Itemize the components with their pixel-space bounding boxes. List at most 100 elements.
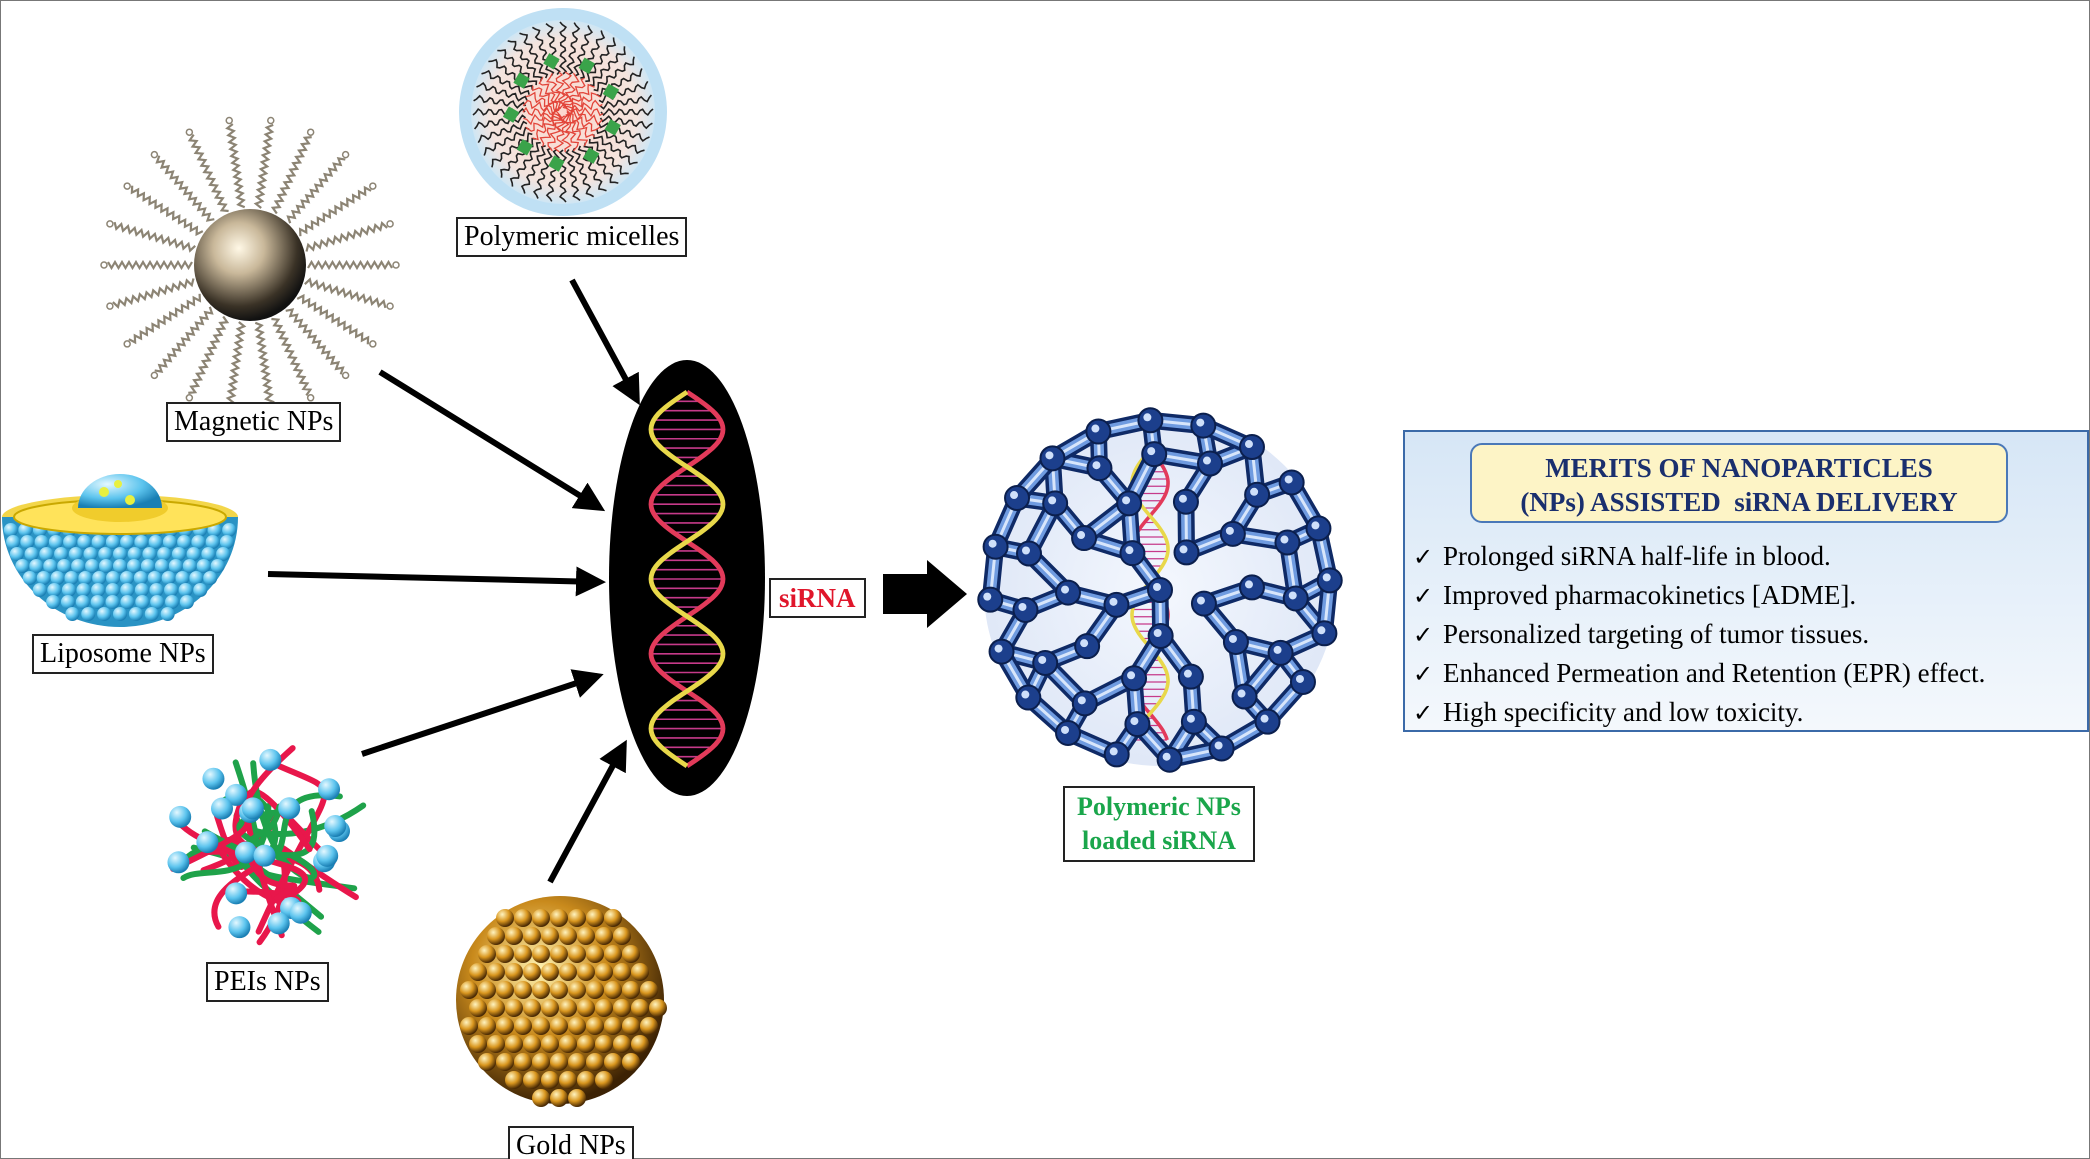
gold-bead bbox=[505, 1035, 523, 1053]
magnetic-ligand bbox=[225, 321, 247, 407]
ligand-head bbox=[369, 182, 377, 190]
pei-bead bbox=[289, 901, 312, 924]
magnetic-ligand bbox=[188, 315, 230, 394]
gold-bead bbox=[559, 927, 577, 945]
lipid-head bbox=[127, 547, 142, 561]
gold-bead bbox=[577, 963, 595, 981]
gold-bead bbox=[532, 1089, 550, 1107]
gold-bead bbox=[523, 927, 541, 945]
micelle-tail bbox=[473, 94, 527, 109]
gold-bead bbox=[469, 963, 487, 981]
arrow-from-micelles bbox=[569, 278, 640, 406]
cage-atom bbox=[1238, 434, 1265, 461]
pei-bead bbox=[253, 844, 276, 867]
gold-nps-label: Gold NPs bbox=[508, 1126, 634, 1159]
cage-atom-highlight bbox=[1109, 747, 1118, 756]
cage-atom-highlight bbox=[1295, 674, 1304, 683]
gold-bead bbox=[478, 981, 496, 999]
cage-atom-highlight bbox=[983, 592, 992, 601]
cage-atom bbox=[1119, 540, 1146, 567]
micelle-core-strand bbox=[565, 112, 595, 138]
big-right-arrow bbox=[883, 560, 967, 628]
cage-atom-highlight bbox=[1080, 639, 1089, 648]
cage-atom-highlight bbox=[1280, 535, 1289, 544]
cage-atom-highlight bbox=[1179, 545, 1188, 554]
cage-atom-highlight bbox=[1048, 496, 1057, 505]
magnetic-ligand bbox=[285, 308, 345, 375]
micelle-core-strand bbox=[547, 113, 564, 152]
gold-bead bbox=[523, 1071, 541, 1089]
check-icon: ✓ bbox=[1413, 701, 1434, 727]
magnetic-ligand bbox=[107, 259, 193, 271]
cage-atom bbox=[1305, 515, 1332, 542]
lipid-head bbox=[105, 535, 120, 549]
cage-atom-highlight bbox=[1018, 602, 1027, 611]
lipid-head bbox=[148, 535, 163, 549]
gold-bead bbox=[577, 927, 595, 945]
check-icon: ✓ bbox=[1413, 662, 1434, 688]
gold-np-graphic bbox=[456, 896, 667, 1107]
cage-atom-highlight bbox=[1127, 671, 1136, 680]
lipid-head bbox=[147, 571, 162, 585]
peis-nps-label: PEIs NPs bbox=[206, 962, 329, 1002]
gold-bead bbox=[568, 945, 586, 963]
arrow-from-gold bbox=[547, 739, 627, 884]
cage-atom bbox=[1071, 690, 1098, 717]
lipid-head bbox=[150, 595, 165, 609]
micelle-core-strand bbox=[562, 113, 580, 152]
lipid-head bbox=[186, 547, 201, 561]
magnetic-ligand bbox=[225, 123, 246, 209]
ligand-head bbox=[267, 116, 275, 125]
lipid-head bbox=[162, 535, 177, 549]
gold-bead bbox=[514, 1053, 532, 1071]
gold-bead bbox=[577, 1071, 595, 1089]
gold-bead bbox=[613, 999, 631, 1017]
pei-bead bbox=[278, 797, 301, 820]
cage-atom-highlight bbox=[1273, 645, 1282, 654]
gold-bead bbox=[586, 945, 604, 963]
ligand-head bbox=[100, 261, 108, 269]
lipid-head bbox=[64, 571, 79, 585]
gold-bead bbox=[487, 963, 505, 981]
lipid-head bbox=[50, 571, 65, 585]
lipid-head bbox=[77, 535, 92, 549]
micelle-core-strand bbox=[558, 71, 572, 109]
gold-bead bbox=[496, 981, 514, 999]
cage-atom-highlight bbox=[1237, 689, 1246, 698]
lipid-head bbox=[91, 535, 106, 549]
lipid-head bbox=[91, 583, 106, 597]
lipid-head bbox=[75, 595, 90, 609]
cage-atom bbox=[1180, 708, 1207, 735]
input-arrows bbox=[267, 278, 640, 884]
gold-bead bbox=[469, 999, 487, 1017]
magnetic-ligand bbox=[304, 277, 387, 309]
micelle-drug-dot bbox=[578, 57, 595, 74]
lipid-head bbox=[105, 595, 120, 609]
micelle-tail bbox=[531, 26, 555, 77]
gold-bead bbox=[622, 945, 640, 963]
cage-atom-highlight bbox=[1196, 418, 1205, 427]
lipid-head bbox=[46, 595, 61, 609]
cage-atom-highlight bbox=[1288, 591, 1297, 600]
lipid-head bbox=[113, 559, 127, 573]
micelle-tail bbox=[519, 32, 549, 79]
cage-atom-highlight bbox=[1010, 491, 1019, 500]
gold-bead bbox=[595, 999, 613, 1017]
arrow-from-pei bbox=[361, 669, 604, 757]
cage-atom-highlight bbox=[1250, 487, 1259, 496]
gold-bead bbox=[622, 981, 640, 999]
sirna-helix-ellipse bbox=[609, 360, 765, 796]
lipid-head bbox=[97, 607, 112, 621]
cage-atom bbox=[1032, 649, 1059, 676]
micelle-tail bbox=[583, 142, 619, 184]
gold-bead bbox=[460, 981, 478, 999]
micelle-tail bbox=[473, 114, 527, 130]
gold-bead bbox=[631, 1035, 649, 1053]
lipid-head bbox=[3, 523, 18, 537]
micelle-core-strand bbox=[522, 106, 560, 118]
gold-bead bbox=[604, 909, 622, 927]
cage-atom bbox=[1311, 620, 1338, 647]
micelle-tail bbox=[491, 132, 533, 168]
micelle-drug-dot bbox=[582, 147, 600, 164]
micelle-core-strand bbox=[564, 92, 601, 112]
